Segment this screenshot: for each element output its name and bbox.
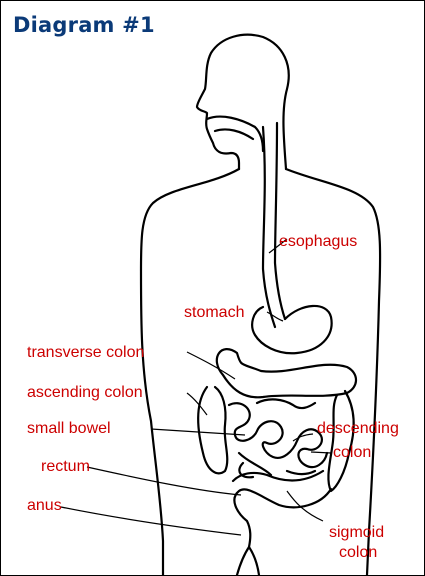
label-descending-colon-line2: colon (333, 444, 371, 461)
label-small-bowel: small bowel (27, 420, 111, 437)
label-esophagus: esophagus (279, 233, 357, 250)
transverse-colon-leader-line (187, 352, 235, 379)
leg-outline (237, 547, 259, 575)
label-stomach: stomach (184, 304, 244, 321)
torso-right-outline (286, 169, 380, 575)
descending-colon-leader-line (293, 434, 313, 441)
ascending-colon-leader-line (187, 393, 207, 415)
stomach-leader-line (267, 312, 283, 321)
rectum-leader-line (87, 467, 241, 495)
transverse-colon-shape (217, 349, 356, 397)
esophagus-tube (263, 127, 275, 327)
label-rectum: rectum (41, 458, 90, 475)
anus-leader-line (61, 507, 241, 535)
head-outline (197, 35, 289, 169)
stomach-shape (252, 306, 331, 353)
label-transverse-colon: transverse colon (27, 344, 144, 361)
descending-colon-shape (328, 391, 353, 491)
descending-colon-leader-line-2 (311, 452, 331, 453)
label-ascending-colon: ascending colon (27, 384, 143, 401)
label-sigmoid-colon-line2: colon (339, 544, 377, 561)
label-descending-colon-line1: descending (317, 420, 399, 437)
ascending-colon-shape (198, 387, 227, 473)
small-bowel-shape (229, 399, 327, 477)
label-sigmoid-colon-line1: sigmoid (329, 524, 384, 541)
mouth-cavity (207, 117, 263, 151)
label-anus: anus (27, 497, 62, 514)
